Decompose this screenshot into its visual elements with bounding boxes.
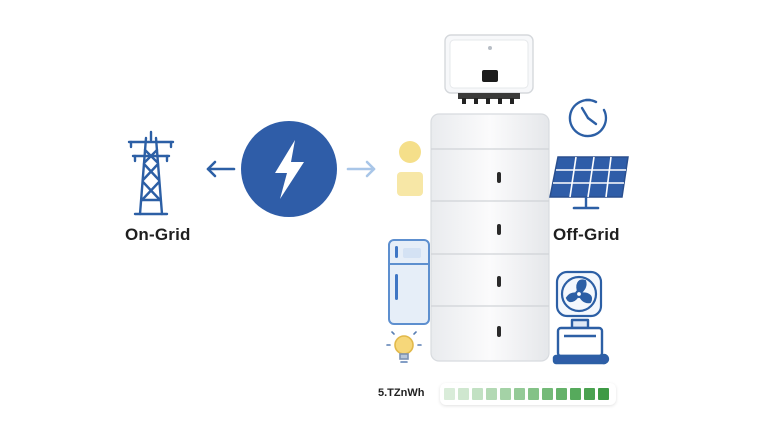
capacity-segment <box>556 388 567 400</box>
capacity-segment <box>472 388 483 400</box>
arrow-left-icon <box>204 159 236 179</box>
power-pylon-icon <box>123 130 179 216</box>
capacity-readout: 5.TZnWh <box>378 387 425 399</box>
clock-icon <box>566 96 610 140</box>
capacity-segment <box>528 388 539 400</box>
generator-icon <box>552 318 610 368</box>
capacity-segment <box>570 388 581 400</box>
capacity-bar <box>440 383 616 405</box>
sun-icon <box>392 140 428 202</box>
capacity-segment <box>444 388 455 400</box>
lightning-bolt-icon <box>240 120 338 218</box>
capacity-segment <box>598 388 609 400</box>
capacity-segment <box>486 388 497 400</box>
capacity-segment <box>514 388 525 400</box>
arrow-right-icon <box>346 159 378 179</box>
battery-stack-icon <box>430 113 550 363</box>
capacity-segment <box>542 388 553 400</box>
capacity-segment <box>500 388 511 400</box>
on-grid-label: On-Grid <box>125 225 191 244</box>
off-grid-label: Off-Grid <box>553 225 620 244</box>
solar-panel-icon <box>548 155 632 213</box>
capacity-segments <box>444 388 612 400</box>
light-bulb-icon <box>386 328 426 368</box>
fan-icon <box>555 270 603 318</box>
capacity-segment <box>584 388 595 400</box>
refrigerator-icon <box>387 238 431 326</box>
inverter-icon <box>444 34 534 106</box>
capacity-segment <box>458 388 469 400</box>
